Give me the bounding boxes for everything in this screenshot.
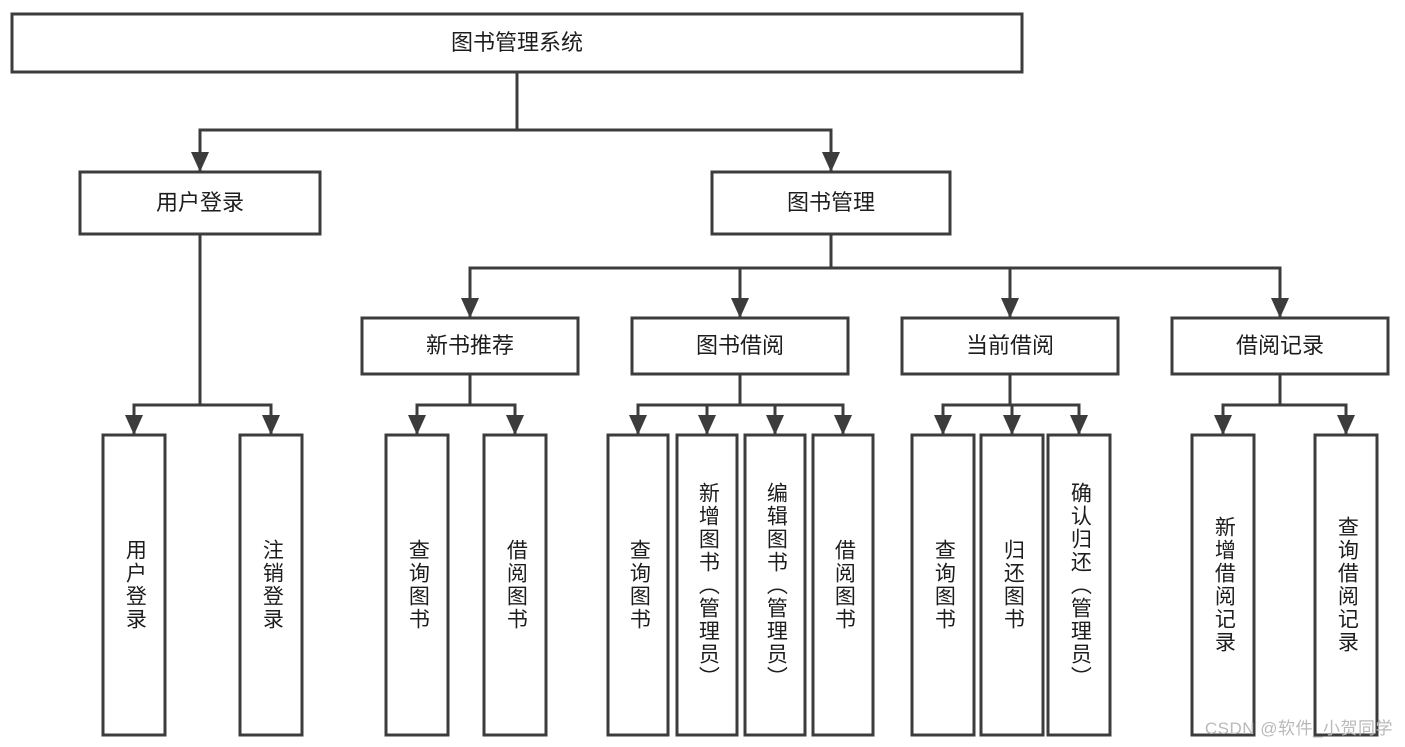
arrow-head-icon-level3-0 — [461, 298, 479, 318]
arrow-head-icon-leaf-borrow-book-2 — [834, 415, 852, 435]
arrow-head-icon-level3-2 — [1001, 298, 1019, 318]
arrow-head-icon-leaf-borrow-book-1 — [506, 415, 524, 435]
arrow-head-icon-leaf-add-record — [1214, 415, 1232, 435]
arrow-head-icon-level2-0 — [191, 152, 209, 172]
node-box-leaf-query-book-1[interactable] — [384, 433, 450, 737]
node-box-leaf-borrow-book-2[interactable] — [811, 433, 875, 737]
arrow-head-icon-level3-1 — [731, 298, 749, 318]
csdn-watermark: CSDN @软件_小贺同学 — [1204, 719, 1393, 738]
connectors-layer — [125, 70, 1355, 435]
node-box-leaf-query-record[interactable] — [1313, 433, 1379, 737]
arrow-head-icon-leaf-edit-book — [766, 415, 784, 435]
node-box-user-login[interactable] — [78, 170, 322, 236]
arrow-head-icon-leaf-add-book — [698, 415, 716, 435]
arrow-head-icon-leaf-query-book-2 — [629, 415, 647, 435]
node-label-borrow-record: 借阅记录 — [1236, 333, 1324, 358]
arrow-head-icon-leaf-query-book-3 — [934, 415, 952, 435]
arrow-head-icon-leaf-return-book — [1003, 415, 1021, 435]
node-box-leaf-user-login[interactable] — [101, 433, 167, 737]
node-label-root: 图书管理系统 — [451, 30, 583, 55]
node-label-user-login: 用户登录 — [156, 190, 244, 215]
node-box-leaf-return-book[interactable] — [979, 433, 1045, 737]
node-label-current-borrow: 当前借阅 — [966, 333, 1054, 358]
arrow-head-icon-level3-3 — [1271, 298, 1289, 318]
arrow-head-icon-leaf-user-login — [125, 415, 143, 435]
arrow-head-icon-leaf-query-record — [1337, 415, 1355, 435]
node-box-leaf-query-book-2[interactable] — [606, 433, 670, 737]
node-label-book-manage: 图书管理 — [787, 190, 875, 215]
node-box-book-borrow[interactable] — [630, 316, 850, 376]
node-box-leaf-query-book-3[interactable] — [910, 433, 976, 737]
node-box-root[interactable] — [10, 12, 1024, 74]
arrow-head-icon-leaf-query-book-1 — [408, 415, 426, 435]
node-box-leaf-add-record[interactable] — [1190, 433, 1256, 737]
node-box-book-manage[interactable] — [710, 170, 952, 236]
node-box-leaf-confirm-return[interactable] — [1046, 433, 1112, 737]
boxes-layer — [10, 12, 1390, 737]
node-box-leaf-borrow-book-1[interactable] — [482, 433, 548, 737]
arrow-head-icon-leaf-confirm-return — [1070, 415, 1088, 435]
node-box-current-borrow[interactable] — [900, 316, 1120, 376]
node-box-leaf-add-book[interactable] — [675, 433, 739, 737]
arrow-head-icon-leaf-logout — [262, 415, 280, 435]
node-box-borrow-record[interactable] — [1170, 316, 1390, 376]
arrow-head-icon-level2-1 — [822, 152, 840, 172]
node-label-book-borrow: 图书借阅 — [696, 333, 784, 358]
node-box-new-book-rec[interactable] — [360, 316, 580, 376]
node-label-new-book-rec: 新书推荐 — [426, 333, 514, 358]
node-box-leaf-edit-book[interactable] — [743, 433, 807, 737]
node-box-leaf-logout[interactable] — [238, 433, 304, 737]
